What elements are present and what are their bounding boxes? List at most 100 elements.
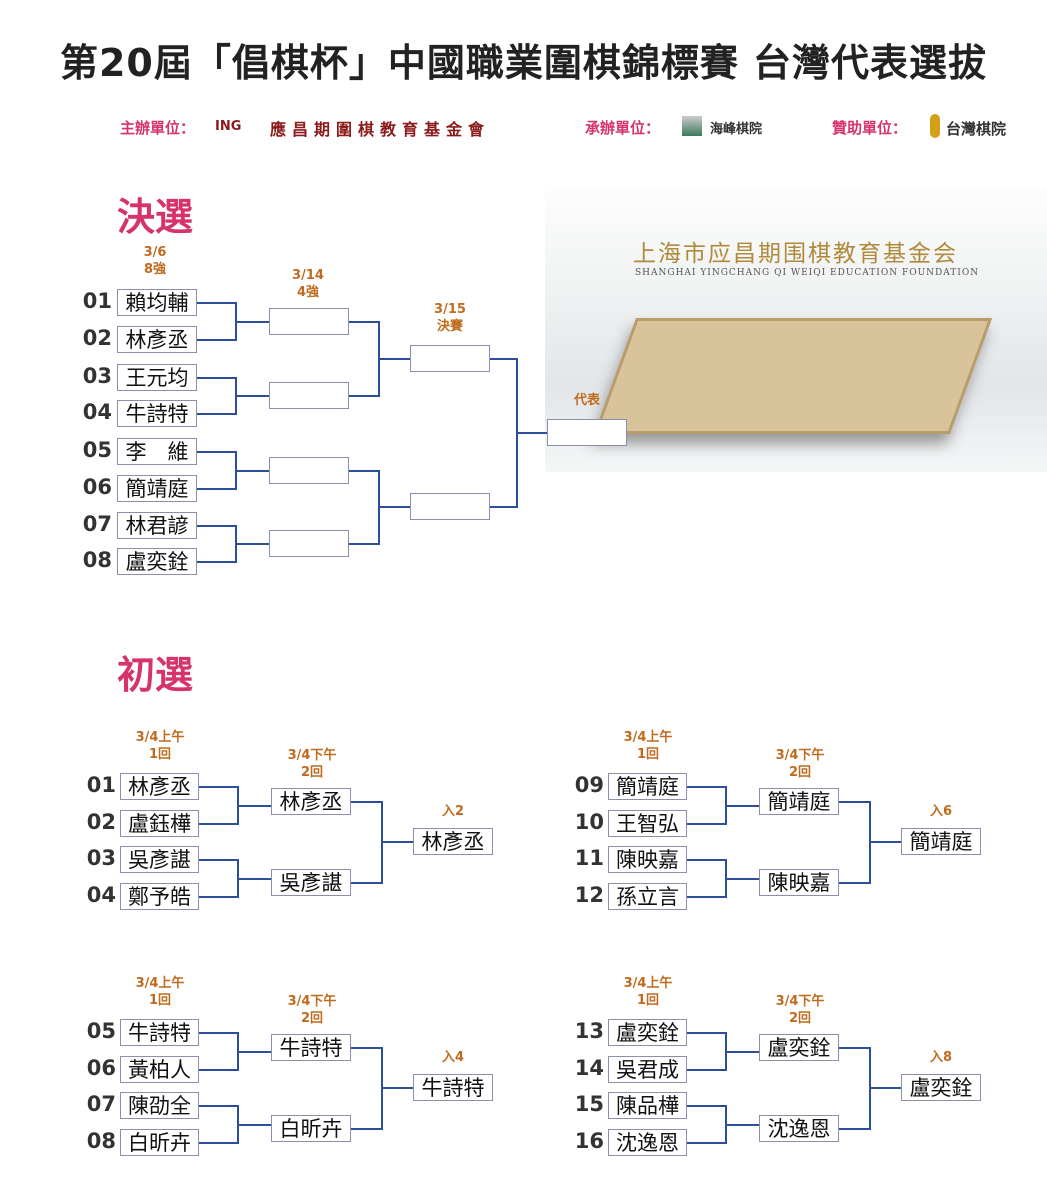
seed-number: 04 bbox=[86, 883, 116, 907]
player-box: 林彥丞 bbox=[117, 326, 197, 353]
seed-number: 01 bbox=[86, 773, 116, 797]
bracket-line bbox=[351, 881, 382, 884]
player-box: 沈逸恩 bbox=[608, 1129, 687, 1156]
co-name: 海峰棋院 bbox=[710, 122, 763, 137]
qualifier-box: 牛詩特 bbox=[413, 1074, 493, 1101]
bracket-line bbox=[349, 395, 379, 397]
round2-winner-box: 陳映嘉 bbox=[759, 868, 839, 896]
quarterfinal-slot bbox=[269, 456, 349, 484]
bracket-line bbox=[687, 1142, 726, 1144]
bracket-line bbox=[238, 877, 271, 880]
bracket-line bbox=[517, 432, 547, 434]
seed-number: 14 bbox=[574, 1056, 604, 1080]
bracket-line bbox=[351, 800, 382, 803]
bracket-line bbox=[351, 1046, 382, 1049]
representative-slot bbox=[547, 419, 627, 446]
seed-number: 12 bbox=[574, 883, 604, 907]
seed-number: 15 bbox=[574, 1092, 604, 1116]
prelims-heading: 初選 bbox=[117, 653, 194, 697]
round2-winner-box: 盧奕銓 bbox=[759, 1033, 839, 1061]
bracket-line bbox=[197, 561, 236, 563]
quarterfinal-slot bbox=[269, 307, 349, 335]
player-box: 吳君成 bbox=[608, 1056, 687, 1083]
bracket-line bbox=[349, 320, 379, 323]
bracket-line bbox=[726, 1123, 759, 1126]
round2-winner-box: 牛詩特 bbox=[271, 1033, 351, 1061]
bracket-line bbox=[236, 543, 269, 545]
seed-number: 02 bbox=[86, 810, 116, 834]
player-box: 盧奕銓 bbox=[608, 1019, 687, 1046]
bracket-line bbox=[351, 1127, 382, 1130]
player-box: 簡靖庭 bbox=[608, 773, 687, 800]
seed-number: 11 bbox=[574, 846, 604, 870]
bracket-line bbox=[726, 1050, 759, 1053]
bracket-line bbox=[236, 320, 269, 323]
sponsor-label: 贊助單位： bbox=[832, 119, 908, 137]
player-box: 盧鈺樺 bbox=[120, 810, 199, 837]
bracket-line bbox=[726, 804, 759, 807]
bracket-line bbox=[197, 339, 236, 341]
qualifier-box: 盧奕銓 bbox=[901, 1074, 981, 1101]
seed-number: 06 bbox=[86, 1056, 116, 1080]
haifeng-logo-icon bbox=[682, 116, 702, 136]
bracket-line bbox=[238, 1050, 271, 1053]
seed-number: 16 bbox=[574, 1129, 604, 1153]
sponsor-name: 台灣棋院 bbox=[946, 120, 1007, 138]
qualifier-label: 入2 bbox=[441, 804, 465, 819]
bracket-line bbox=[349, 543, 379, 545]
seed-number: 13 bbox=[574, 1019, 604, 1043]
player-box: 黃柏人 bbox=[120, 1056, 199, 1083]
bracket-line bbox=[199, 1069, 238, 1071]
qualifier-label: 入8 bbox=[929, 1050, 953, 1065]
semifinal-slot bbox=[410, 344, 490, 372]
round-label: 代表 bbox=[573, 393, 600, 408]
player-box: 陳品樺 bbox=[608, 1092, 687, 1119]
bracket-line bbox=[199, 1142, 238, 1144]
round2-winner-box: 林彥丞 bbox=[271, 787, 351, 815]
bracket-line bbox=[687, 823, 726, 825]
bracket-line bbox=[199, 859, 238, 861]
qualifier-label: 入6 bbox=[929, 804, 953, 819]
bracket-line bbox=[839, 1046, 870, 1049]
bracket-line bbox=[687, 1032, 726, 1034]
foundation-banner-image: 上海市应昌期围棋教育基金会 SHANGHAI YINGCHANG QI WEIQ… bbox=[545, 190, 1047, 472]
ing-logo: ING bbox=[215, 119, 242, 134]
seed-number: 06 bbox=[82, 475, 112, 499]
host-name: 應昌期圍棋教育基金會 bbox=[270, 120, 491, 139]
round2-winner-box: 白昕卉 bbox=[271, 1114, 351, 1142]
bracket-line bbox=[687, 1069, 726, 1071]
bracket-line bbox=[870, 841, 901, 843]
bracket-line bbox=[726, 877, 759, 880]
bracket-line bbox=[199, 1032, 238, 1034]
bracket-line bbox=[199, 786, 238, 788]
bracket-line bbox=[199, 896, 238, 898]
bracket-line bbox=[238, 804, 271, 807]
bracket-line bbox=[197, 413, 236, 415]
bracket-line bbox=[490, 506, 517, 509]
bracket-line bbox=[382, 841, 413, 843]
seed-number: 05 bbox=[82, 438, 112, 462]
co-label: 承辦單位： bbox=[585, 119, 661, 137]
player-box: 簡靖庭 bbox=[117, 475, 197, 502]
seed-number: 05 bbox=[86, 1019, 116, 1043]
bracket-line bbox=[379, 506, 410, 509]
seed-number: 04 bbox=[82, 400, 112, 424]
bracket-line bbox=[197, 377, 236, 379]
player-box: 孫立言 bbox=[608, 883, 687, 910]
bracket-line bbox=[870, 1087, 901, 1089]
bracket-line bbox=[197, 488, 236, 490]
player-box: 王智弘 bbox=[608, 810, 687, 837]
page-title: 第20屆「倡棋杯」中國職業圍棋錦標賽 台灣代表選拔 bbox=[59, 41, 988, 85]
qualifier-label: 入4 bbox=[441, 1050, 465, 1065]
seed-number: 01 bbox=[82, 289, 112, 313]
player-box: 賴均輔 bbox=[117, 289, 197, 316]
bracket-line bbox=[349, 469, 379, 472]
